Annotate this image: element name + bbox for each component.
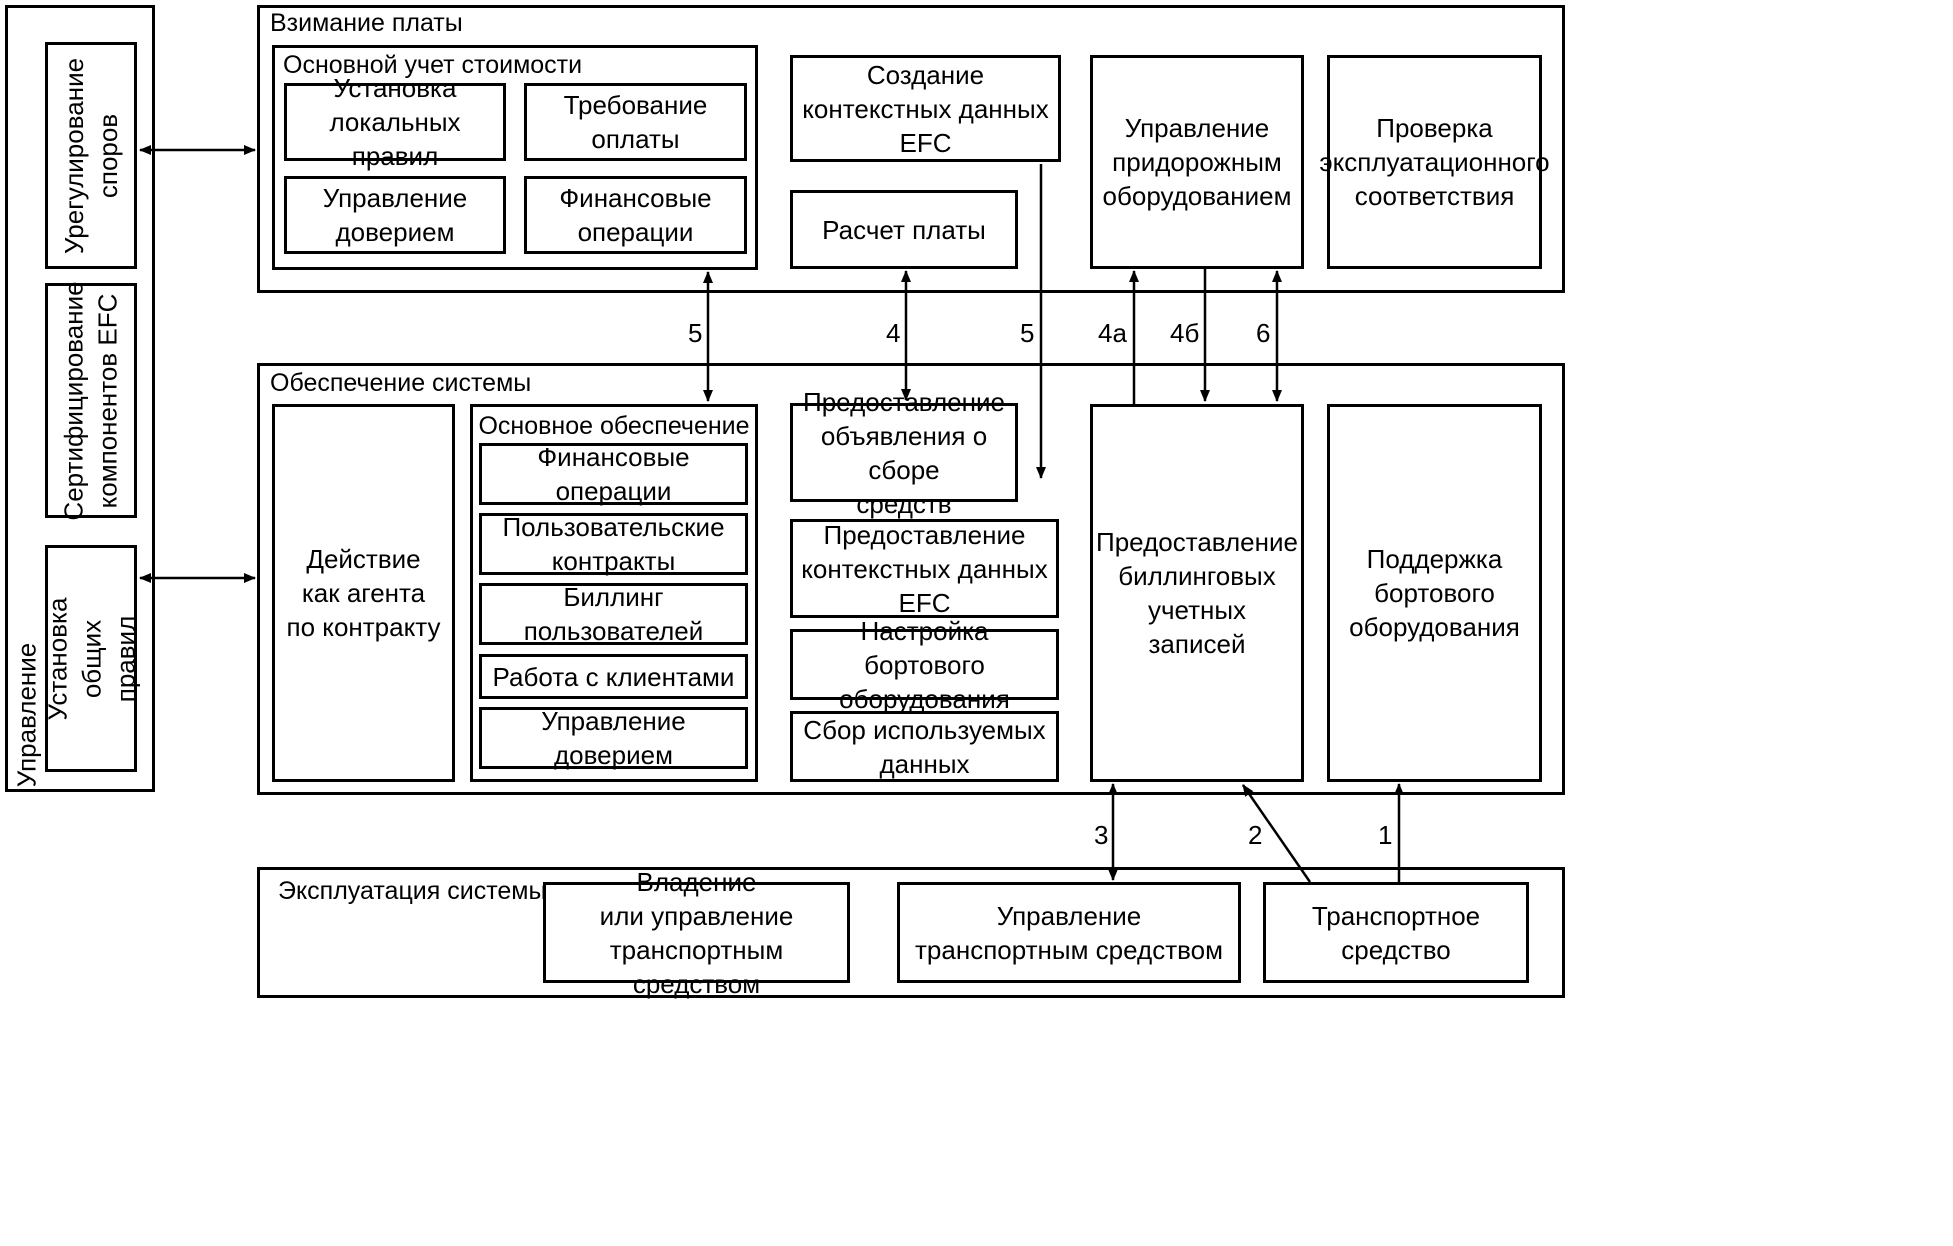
toll-declaration-box: Предоставление объявления о сборе средст… — [790, 387, 1018, 519]
flow-label-5a: 5 — [688, 318, 703, 348]
user-billing-box: Биллинг пользователей — [479, 582, 748, 646]
contract-agent-box: Действие как агента по контракту — [272, 404, 455, 782]
fee-calculation-box: Расчет платы — [790, 190, 1018, 269]
vehicle-ownership-box: Владение или управление транспортным сре… — [543, 867, 850, 999]
flow-label-4b: 4б — [1170, 318, 1200, 348]
roadside-equipment-management-box: Управление придорожным оборудованием — [1090, 55, 1304, 269]
flow-label-4a: 4а — [1098, 318, 1127, 348]
obe-support-box: Поддержка бортового оборудования — [1327, 404, 1542, 782]
context-data-creation-box: Создание контекстных данных EFC — [790, 55, 1061, 162]
context-data-provision-box: Предоставление контекстных данных EFC — [790, 519, 1059, 618]
usage-data-collection-box: Сбор используемых данных — [790, 711, 1059, 782]
obe-setup-box: Настройка бортового оборудования — [790, 616, 1059, 714]
efc-certification-box: Сертифицирование компонентов EFC — [45, 281, 137, 520]
user-contracts-box: Пользовательские контракты — [479, 512, 748, 576]
flow-label-5b: 5 — [1020, 318, 1035, 348]
customer-service-box: Работа с клиентами — [479, 654, 748, 699]
financial-operations-charging-box: Финансовые операции — [524, 176, 747, 254]
system-operation-title: Эксплуатация системы — [278, 877, 547, 905]
flow-label-2: 2 — [1248, 820, 1263, 850]
flow-label-1: 1 — [1378, 820, 1393, 850]
billing-records-box: Предоставление биллинговых учетных запис… — [1090, 404, 1304, 782]
flow-label-4: 4 — [886, 318, 901, 348]
common-rules-box: Установка общих правил — [42, 545, 140, 772]
core-provision-title: Основное обеспечение — [478, 412, 750, 440]
local-rules-box: Установка локальных правил — [284, 73, 506, 171]
core-cost-accounting-title: Основной учет стоимости — [283, 51, 583, 79]
arrow-flow-2 — [1241, 784, 1312, 883]
vehicle-box: Транспортное средство — [1263, 882, 1529, 983]
payment-request-box: Требование оплаты — [524, 83, 747, 161]
flow-label-3: 3 — [1094, 820, 1109, 850]
trust-management-charging-box: Управление доверием — [284, 176, 506, 254]
financial-operations-provision-box: Финансовые операции — [479, 442, 748, 506]
dispute-settlement-box: Урегулирование споров — [45, 42, 137, 269]
charging-title: Взимание платы — [270, 9, 463, 37]
flow-label-6: 6 — [1256, 318, 1271, 348]
system-provision-title: Обеспечение системы — [270, 369, 532, 397]
trust-management-provision-box: Управление доверием — [479, 706, 748, 770]
vehicle-management-box: Управление транспортным средством — [897, 882, 1241, 983]
compliance-check-box: Проверка эксплуатационного соответствия — [1319, 55, 1550, 269]
